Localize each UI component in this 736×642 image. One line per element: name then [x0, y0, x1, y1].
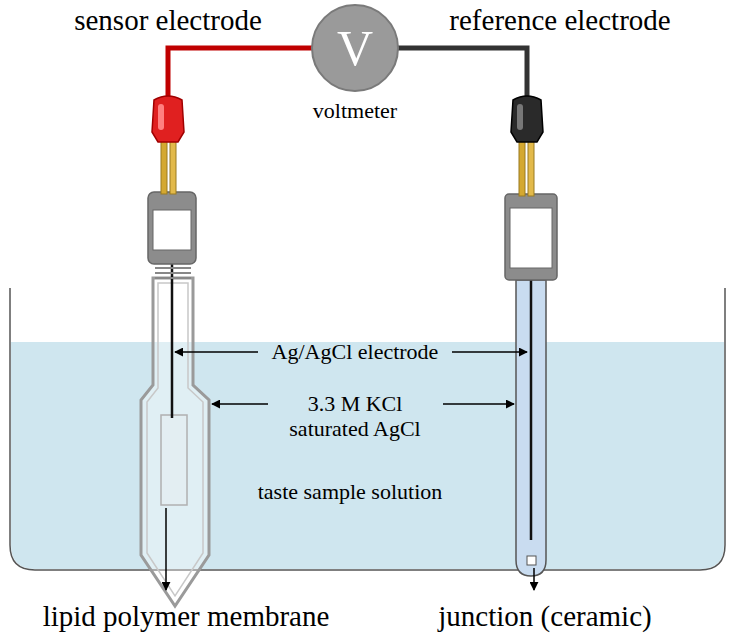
leader-lines — [166, 352, 534, 590]
electrode-title: reference electrode — [449, 4, 670, 37]
ag-wire — [171, 262, 174, 418]
leader-line — [175, 351, 258, 353]
part-label: lipid polymer membrane — [43, 600, 330, 633]
voltmeter-circle: Vvoltmeter — [310, 3, 400, 93]
electrode-title: sensor electrode — [74, 4, 262, 37]
illustration-part — [155, 272, 191, 274]
electrode-body — [141, 278, 209, 606]
leader-line — [212, 403, 268, 405]
part-label: junction (ceramic) — [438, 600, 651, 633]
electrode-cap — [505, 194, 557, 280]
electrode-cap — [148, 192, 196, 264]
meter-symbol: V — [337, 21, 373, 76]
voltmeter-body — [312, 5, 398, 91]
illustration-part — [155, 277, 191, 279]
cap-window — [153, 210, 191, 250]
ref-tube — [516, 280, 546, 576]
beaker — [10, 288, 725, 570]
ag-wire — [530, 280, 533, 540]
leader-line — [443, 403, 514, 405]
cap-window — [510, 208, 552, 268]
connector-pin — [170, 140, 176, 194]
leader-line — [452, 351, 527, 353]
black-wire — [398, 48, 527, 100]
red-clip — [152, 96, 184, 142]
sensor-electrode — [141, 96, 209, 606]
illustration-part — [155, 267, 191, 269]
black-clip — [511, 96, 543, 142]
thread — [155, 268, 191, 278]
membrane — [161, 415, 187, 505]
part-label: Ag/AgCl electrode — [272, 339, 439, 364]
connector-pin — [519, 140, 525, 196]
red-wire — [168, 48, 312, 100]
leader-line — [533, 568, 535, 590]
part-label: taste sample solution — [258, 479, 443, 504]
sample-solution — [11, 342, 724, 569]
electrode-body-inner — [147, 283, 203, 596]
clip-highlight — [517, 104, 523, 130]
connector-pin — [528, 140, 534, 196]
connector-pin — [161, 140, 167, 194]
part-label: 3.3 M KCl saturated AgCl — [269, 391, 441, 442]
reference-electrode — [505, 96, 557, 576]
leader-line — [165, 508, 167, 590]
meter-label: voltmeter — [313, 99, 397, 123]
junction — [527, 556, 536, 565]
clip-highlight — [158, 104, 164, 130]
